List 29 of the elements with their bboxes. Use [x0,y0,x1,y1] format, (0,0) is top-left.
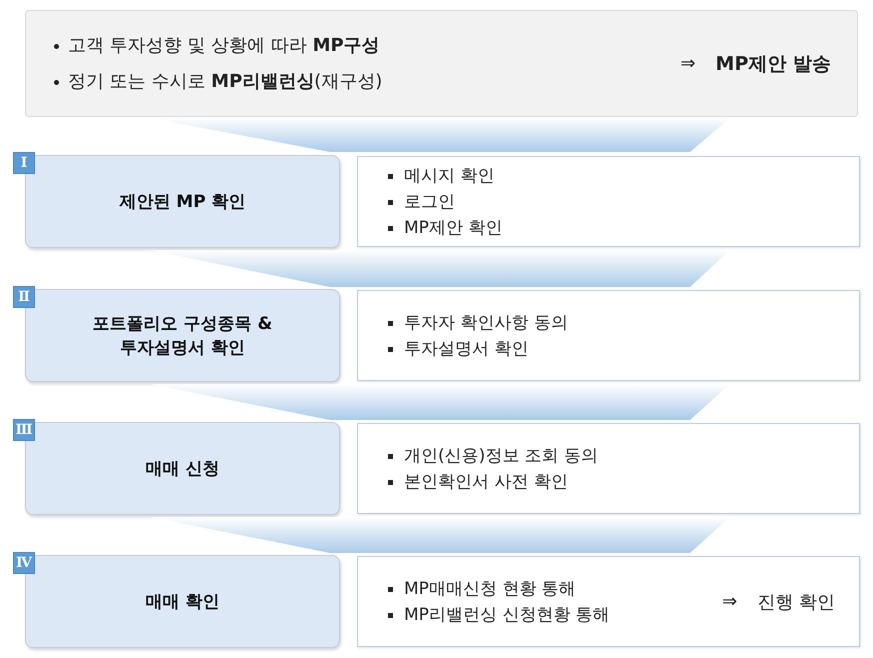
bullet-item: 투자자 확인사항 동의 [388,310,835,334]
bullet-item: 로그인 [388,190,835,214]
arrow-glyph: ⇒ [680,53,696,74]
result-text: 진행 확인 [757,590,835,614]
bullet-item: 정기 또는 수시로 MP리밸런싱(재구성) [54,70,660,94]
step-number-badge: Ⅳ [14,553,34,573]
bullet-item: 고객 투자성향 및 상황에 따라 MP구성 [54,34,660,58]
step-title: 제안된 MP 확인 [118,190,247,214]
detail-box [357,290,860,381]
step-title: 매매 확인 [144,590,220,614]
bullet-item: 투자설명서 확인 [388,336,835,360]
bullet-item: MP매매신청 현황 통해 [388,576,702,600]
detail-box [357,156,860,247]
info-panel [25,10,858,117]
step-number-badge: Ⅱ [14,287,34,307]
bullet-item: MP리밸런싱 신청현황 통해 [388,602,702,626]
step-number-badge: Ⅰ [14,153,34,173]
step-title: 포트폴리오 구성종목 & 투자설명서 확인 [92,312,274,360]
bullet-item: 메시지 확인 [388,164,835,188]
result-text: MP제안 발송 [716,52,831,76]
bullet-item: 본인확인서 사전 확인 [388,470,835,494]
detail-box [357,556,860,647]
step-number-badge: Ⅲ [14,420,34,440]
bullet-item: MP제안 확인 [388,216,835,240]
step-title: 매매 신청 [144,458,220,480]
bullet-item: 개인(신용)정보 조회 동의 [388,444,835,468]
step-box [25,155,340,248]
arrow-glyph: ⇒ [722,591,738,612]
detail-box [357,423,860,514]
